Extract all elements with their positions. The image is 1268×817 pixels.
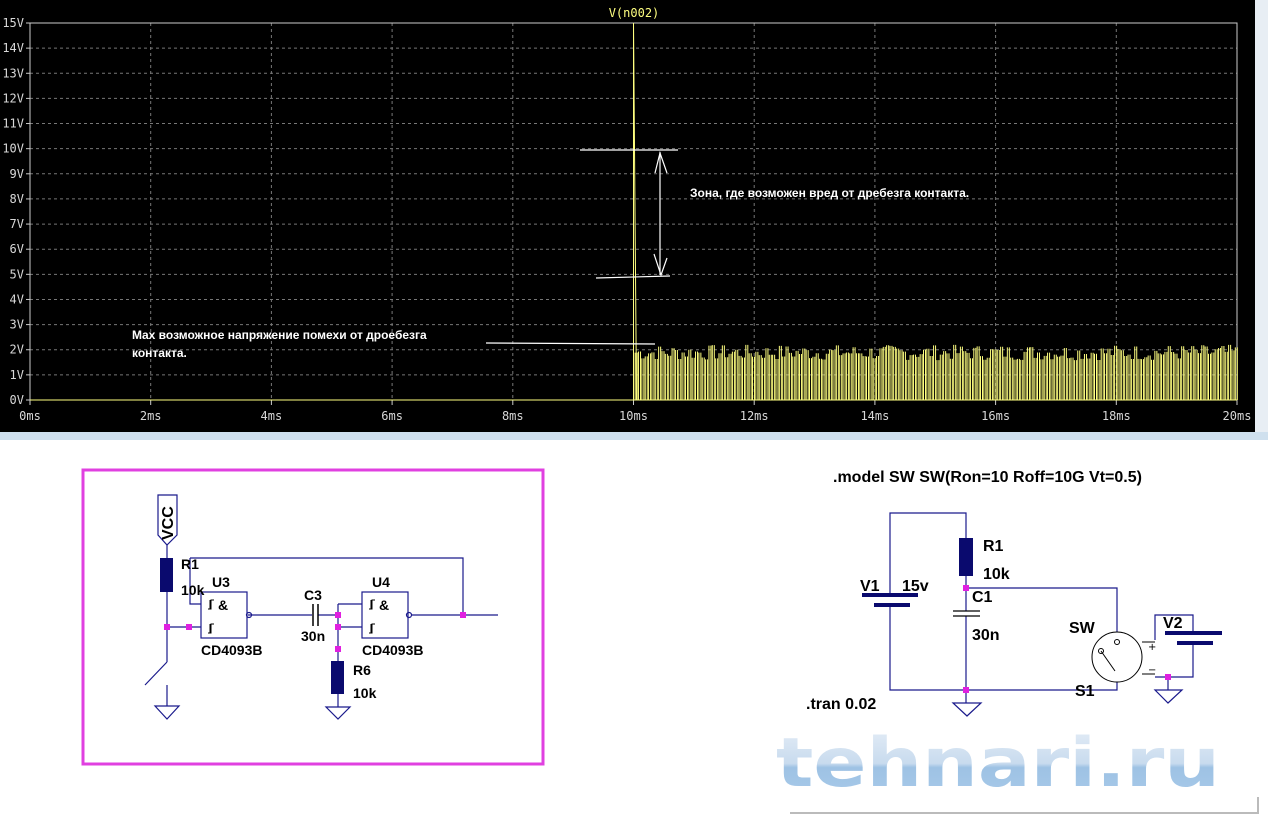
x-tick-label: 12ms (740, 409, 769, 423)
window-edge (1255, 0, 1268, 432)
c1-value: 30n (972, 627, 1000, 644)
r6-name: R6 (353, 662, 371, 678)
u3-name: U3 (212, 574, 230, 590)
max-level-line (485, 342, 656, 345)
y-tick-label: 2V (10, 343, 24, 357)
junctions (963, 585, 1171, 693)
x-tick-label: 10ms (619, 409, 648, 423)
watermark-logo: tehnari.ru (776, 724, 1220, 803)
x-axis-ticks: 0ms 2ms 4ms 6ms 8ms 10ms 12ms 14ms 16ms 18ms 20ms (19, 400, 1251, 423)
left-schematic-frame (81, 468, 545, 766)
r6-resistor[interactable] (331, 661, 344, 694)
r1-resistor[interactable] (160, 558, 173, 592)
s1-switch[interactable] (1091, 631, 1143, 683)
waveform-plot[interactable]: 0V 1V 2V 3V 4V 5V 6V 7V 8V 9V 10V 11V 12V 13V 14V 15V 0… (0, 0, 1268, 440)
arrow-down-icon (653, 253, 668, 277)
schematic-area: VCC & & R1 10k U3 (81, 468, 1259, 814)
r1-value-right: 10k (983, 566, 1010, 583)
r1-value: 10k (181, 582, 205, 598)
r1-name-right: R1 (983, 538, 1004, 555)
zone-lower-line (595, 275, 671, 279)
v1-value: 15v (902, 578, 929, 595)
x-tick-label: 14ms (860, 409, 889, 423)
minus-sign: − (1148, 665, 1156, 676)
trace-v-n002 (30, 22, 1238, 401)
waveform-viewer: 0V 1V 2V 3V 4V 5V 6V 7V 8V 9V 10V 11V 12V 13V 14V 15V 0… (0, 0, 1268, 440)
y-tick-label: 6V (10, 242, 24, 256)
u4-and-symbol: & (379, 597, 389, 613)
model-directive[interactable]: .model SW SW(Ron=10 Roff=10G Vt=0.5) (833, 469, 1142, 486)
tran-directive[interactable]: .tran 0.02 (806, 696, 876, 713)
trace-line (30, 22, 638, 401)
junctions (164, 612, 466, 652)
trace-label[interactable]: V(n002) (609, 6, 660, 20)
y-tick-label: 8V (10, 192, 24, 206)
ground-icon (153, 705, 181, 720)
y-tick-label: 0V (10, 393, 24, 407)
max-text-line1: Max возможное напряжение помехи от дроеб… (132, 328, 427, 342)
y-tick-label: 11V (2, 117, 24, 131)
x-tick-label: 2ms (140, 409, 162, 423)
y-axis-ticks: 0V 1V 2V 3V 4V 5V 6V 7V 8V 9V 10V 11V 12V 13V 14V 15V (2, 16, 30, 407)
zone-annotation (485, 149, 678, 345)
x-tick-label: 8ms (502, 409, 524, 423)
y-tick-label: 10V (2, 142, 24, 156)
vcc-flag[interactable] (157, 494, 178, 546)
r6-value: 10k (353, 685, 377, 701)
y-tick-label: 1V (10, 368, 24, 382)
y-tick-label: 5V (10, 267, 24, 281)
s1-name: S1 (1075, 683, 1095, 700)
u4-name: U4 (372, 574, 390, 590)
zone-text: Зона, где возможен вред от дребезга конт… (690, 186, 969, 200)
c1-name: C1 (972, 589, 993, 606)
v1-name: V1 (860, 578, 880, 595)
vcc-label: VCC (160, 506, 177, 540)
c3-name: C3 (304, 587, 322, 603)
y-tick-label: 7V (10, 217, 24, 231)
r1-resistor-right[interactable] (959, 538, 973, 576)
y-tick-label: 14V (2, 41, 24, 55)
arrow-up-icon (654, 150, 668, 174)
u4-output-bubble (405, 611, 413, 619)
u4-part: CD4093B (362, 642, 423, 658)
x-tick-label: 4ms (261, 409, 283, 423)
c3-value: 30n (301, 628, 325, 644)
y-tick-label: 12V (2, 91, 24, 105)
window-border (790, 797, 1259, 814)
ground-icon (324, 706, 352, 720)
r1-name: R1 (181, 556, 199, 572)
u3-and-symbol: & (218, 597, 228, 613)
v2-name: V2 (1163, 615, 1183, 632)
plus-sign: + (1148, 642, 1156, 653)
x-tick-label: 16ms (981, 409, 1010, 423)
max-text-line2: контакта. (132, 346, 187, 360)
x-tick-label: 6ms (381, 409, 403, 423)
sw-model-label: SW (1069, 620, 1096, 637)
left-schematic: VCC & & R1 10k U3 (144, 494, 498, 720)
u3-output-bubble (245, 611, 253, 619)
x-tick-label: 20ms (1223, 409, 1252, 423)
y-tick-label: 3V (10, 318, 24, 332)
bounce-pulses (634, 344, 1238, 400)
y-tick-label: 15V (2, 16, 24, 30)
y-tick-label: 4V (10, 292, 24, 306)
u3-part: CD4093B (201, 642, 262, 658)
y-tick-label: 9V (10, 167, 24, 181)
x-tick-label: 18ms (1102, 409, 1131, 423)
schmitt-icon (208, 599, 375, 634)
x-tick-label: 0ms (19, 409, 41, 423)
ground-icon (951, 702, 983, 717)
ground-icon (1153, 689, 1184, 704)
right-schematic: .model SW SW(Ron=10 Roff=10G Vt=0.5) V1 … (806, 469, 1222, 717)
u4-gate[interactable] (361, 591, 409, 639)
y-tick-label: 13V (2, 66, 24, 80)
